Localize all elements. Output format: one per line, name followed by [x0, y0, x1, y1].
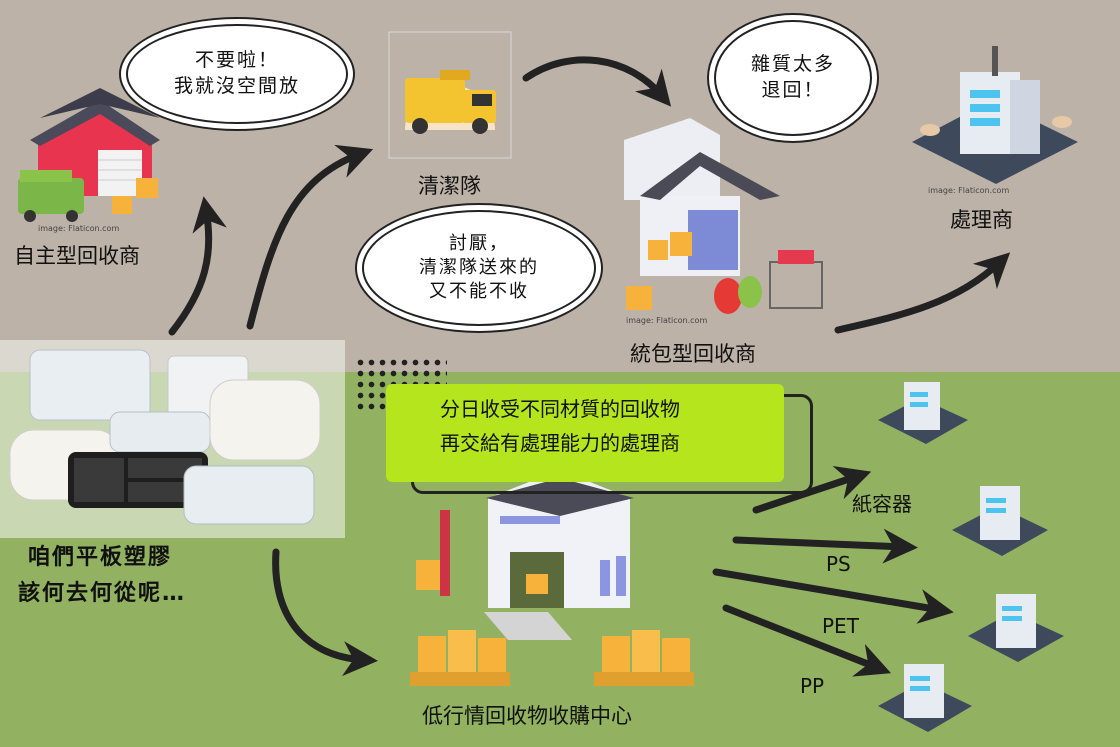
material-pp: PP [800, 674, 825, 698]
speech-bubble-independent: 不要啦！我就沒空間放 [126, 24, 348, 124]
independent-recycler-icon [18, 88, 160, 222]
image-credit: image: Flaticon.com [38, 224, 120, 233]
material-ps: PS [826, 552, 851, 576]
label-processor: 處理商 [950, 208, 1013, 232]
processor-factory-icon [912, 46, 1078, 184]
image-credit: image: Flaticon.com [626, 316, 708, 325]
pallet-left-icon [410, 630, 510, 686]
plastic-containers-image [0, 340, 345, 538]
factory-paper-icon [878, 382, 968, 444]
factory-ps-icon [952, 486, 1048, 556]
flow-arrows [168, 56, 1011, 677]
label-contract-recycler: 統包型回收商 [630, 342, 756, 366]
material-pet: PET [822, 614, 859, 638]
image-credit: image: Flaticon.com [928, 186, 1010, 195]
callout-text: 分日收受不同材質的回收物 再交給有處理能力的處理商 [440, 397, 680, 455]
contract-recycler-icon [624, 118, 823, 314]
speech-bubble-processor: 雜質太多退回！ [714, 20, 872, 136]
callout-box [386, 384, 784, 482]
material-paper: 紙容器 [852, 492, 912, 516]
pallet-right-icon [594, 630, 694, 686]
label-independent-recycler: 自主型回收商 [14, 244, 140, 268]
question-text: 咱們平板塑膠 該何去何從呢… [18, 545, 187, 606]
label-collection-center: 低行情回收物收購中心 [422, 704, 632, 728]
factory-pp-icon [878, 664, 972, 732]
label-cleaning-team: 清潔隊 [418, 174, 481, 198]
collection-center-icon [416, 470, 634, 640]
garbage-truck-icon [388, 31, 512, 159]
speech-bubble-contract: 討厭，清潔隊送來的又不能不收 [362, 210, 596, 326]
factory-pet-icon [968, 594, 1064, 662]
